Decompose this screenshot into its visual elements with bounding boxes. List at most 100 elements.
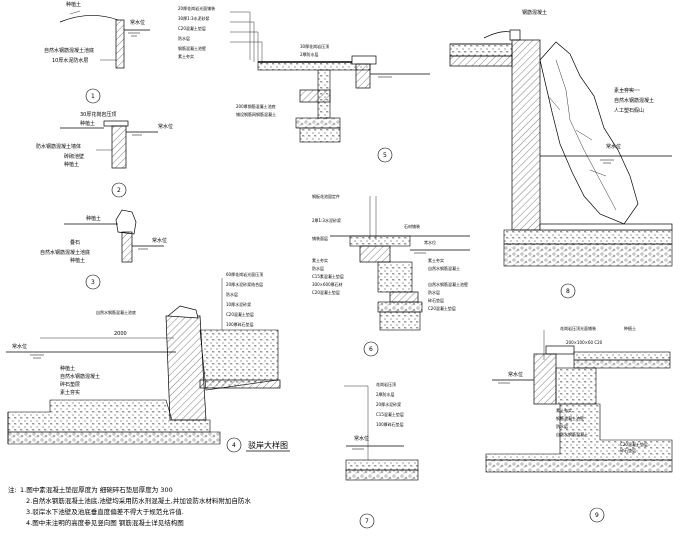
d6-callout-3: 自然水钢筋混凝土池壁 (428, 281, 468, 287)
d2-label-3: 常水位 (158, 123, 173, 130)
d5-number: 5 (383, 152, 387, 159)
d6-label-6: 素土夯实 (312, 257, 328, 263)
d9-label-4: 常水位 (508, 371, 523, 378)
d2-label-5: 砖砌池壁 (64, 153, 84, 160)
d5-label-1: 20厚花岗岩光面铺装 (178, 5, 215, 11)
d1-label-3: 自然水钢筋混凝土池底 (44, 47, 94, 54)
d3-marker (85, 274, 101, 290)
d5-callout-4: 铺设钢筋网钢筋混凝土 (236, 111, 276, 117)
d8-label-4: 自然水钢筋混凝土 (614, 97, 654, 104)
detail-9: 花岗岩压顶光面铺装 200×100×60 C20 种植土 常水位 素土夯实 钢筋… (485, 325, 673, 523)
d4-callout-3: 防水层 (226, 291, 238, 297)
d4-callout-4: 10厚水泥砂浆 (226, 301, 251, 307)
detail-3: 种植土 叠石 常水位 自然水钢筋混凝土池底 种植土 3 (40, 209, 167, 290)
d9-label-6: 钢筋混凝土池壁 (556, 415, 584, 421)
detail-6: 钢板花池固定件 2厚1:3水泥砂浆 铺装面层 石材铺装 常水位 素土夯实 防水层… (312, 193, 470, 357)
d5-label-2: 30厚1:3水泥砂浆 (178, 15, 210, 21)
detail-1: 种植土 常水位 自然水钢筋混凝土池底 10厚水泥防水层 1 (44, 1, 150, 104)
d4-number: 4 (232, 442, 236, 449)
d3-label-1: 种植土 (86, 215, 101, 222)
d6-label-2: 2厚1:3水泥砂浆 (312, 217, 341, 223)
d6-number: 6 (369, 346, 373, 353)
d8-number: 8 (566, 288, 570, 295)
d5-label-4: 防水层 (178, 35, 190, 41)
d3-label-3: 常水位 (152, 237, 167, 244)
d4-label-2: 种植土 (60, 365, 75, 372)
d6-label-9: 300×600厚石材 (312, 281, 343, 287)
d4-callout-6: 100厚碎石垫层 (226, 321, 254, 327)
d3-label-2: 叠石 (70, 240, 80, 246)
d6-callout-2: 自然水钢筋混凝土 (428, 265, 460, 271)
d6-callout-4: 防水层 (428, 289, 440, 295)
d5-label-5: 钢筋混凝土池壁 (178, 45, 206, 51)
d2-label-1: 30厚花岗岩压顶 (80, 111, 116, 118)
d2-label-4: 防水钢筋混凝土墙体 (36, 143, 81, 150)
d6-label-3: 铺装面层 (312, 235, 328, 241)
d2-label-6: 种植土 (64, 161, 79, 168)
d1-marker (85, 88, 101, 104)
d9-label-8: 自然水钢筋混凝土 (556, 431, 588, 437)
d8-label-2: 常水位 (606, 143, 621, 150)
d1-label-1: 种植土 (66, 1, 81, 8)
d7-label-2: 2厚防水层 (376, 391, 395, 397)
d4-label-1: 自然水钢筋混凝土池底 (96, 309, 136, 315)
d8-label-5: 人工塑石假山 (614, 107, 644, 114)
d6-label-1: 钢板花池固定件 (312, 193, 340, 199)
d3-label-5: 种植土 (70, 257, 85, 264)
d4-callout-1: 60厚花岗岩光面压顶 (226, 271, 263, 277)
d4-callout-5: C20混凝土垫层 (226, 311, 254, 317)
d7-label-1: 花岗岩压顶 (376, 381, 396, 387)
detail-7: 花岗岩压顶 2厚防水层 20厚水泥砂浆 C15混凝土垫层 100厚碎石垫层 常水… (344, 381, 419, 529)
notes-lead: 注: (8, 485, 17, 494)
d7-marker (359, 513, 375, 529)
d9-label-7: 防水层 (556, 423, 568, 429)
d5-callout-3: 200厚钢筋混凝土池底 (236, 103, 276, 109)
d3-number: 3 (91, 279, 95, 286)
d6-marker (363, 341, 379, 357)
d9-number: 9 (595, 512, 599, 519)
detail-2: 30厚花岗岩压顶 种植土 常水位 防水钢筋混凝土墙体 砖砌池壁 种植土 2 (36, 111, 173, 198)
notes: 注: 1.图中素混凝土垫层厚度为 细碗碎石垫层厚度为 300 2.自然水钢筋混凝… (8, 485, 251, 527)
d8-label-1: 钢筋混凝土 (522, 9, 547, 16)
d7-water-label: 常水位 (354, 435, 369, 442)
d2-label-2: 种植土 (80, 120, 95, 127)
d6-label-8: C15素混凝土垫层 (312, 273, 344, 279)
note-1: 1.图中素混凝土垫层厚度为 细碗碎石垫层厚度为 300 (20, 485, 173, 494)
d6-label-4: 石材铺装 (404, 223, 420, 229)
d8-marker (560, 283, 576, 299)
d4-dimension: 2000 (114, 331, 127, 337)
note-2: 2.自然水钢筋混凝土池底,池壁均采用防水剂混凝土,并加设防水材料附加自防水 (26, 496, 251, 505)
note-4: 4.图中未注明的高度参见竖向图 钢筋混凝土详见结构图 (26, 518, 184, 527)
d9-marker (589, 507, 605, 523)
d1-label-4: 10厚水泥防水层 (52, 57, 88, 64)
d4-water-label: 常水位 (12, 343, 27, 350)
d9-label-9: 碎石垫层 (620, 447, 636, 453)
d6-callout-6: C20混凝土垫层 (428, 305, 456, 311)
d5-callout-2: 2厚防水层 (300, 51, 319, 57)
d6-label-10: C20混凝土垫层 (312, 289, 340, 295)
d5-marker (377, 147, 393, 163)
d4-title: 驳岸大样图 (248, 440, 288, 450)
d9-label-3: 种植土 (624, 325, 636, 331)
d6-label-5: 常水位 (424, 239, 436, 245)
d4-label-3: 自然水钢筋混凝土 (60, 373, 100, 380)
detail-4: 60厚花岗岩光面压顶 20厚水泥砂浆结合层 防水层 10厚水泥砂浆 C20混凝土… (6, 271, 290, 453)
d4-callout-2: 20厚水泥砂浆结合层 (226, 281, 263, 287)
d9-label-2: 200×100×60 C20 (566, 340, 603, 345)
d4-label-5: 素土夯实 (60, 389, 80, 396)
d4-marker (226, 437, 242, 453)
d5-label-6: 素土夯实 (178, 53, 194, 59)
d2-number: 2 (117, 187, 121, 194)
d7-label-5: 100厚碎石垫层 (376, 421, 404, 427)
d3-label-4: 自然水钢筋混凝土池底 (40, 249, 90, 256)
d7-label-4: C15混凝土垫层 (376, 411, 404, 417)
d8-label-3: 素土夯实 (614, 87, 634, 94)
note-3: 3.驳岸水下池壁及池底垂直度偏差不得大于规范允许值. (26, 507, 184, 516)
d1-number: 1 (91, 93, 95, 100)
d6-callout-1: 素土夯实 (428, 257, 444, 263)
d7-number: 7 (365, 518, 369, 525)
d2-marker (111, 182, 127, 198)
d5-label-3: C20混凝土垫层 (178, 25, 206, 31)
d9-label-1: 花岗岩压顶光面铺装 (560, 325, 596, 331)
